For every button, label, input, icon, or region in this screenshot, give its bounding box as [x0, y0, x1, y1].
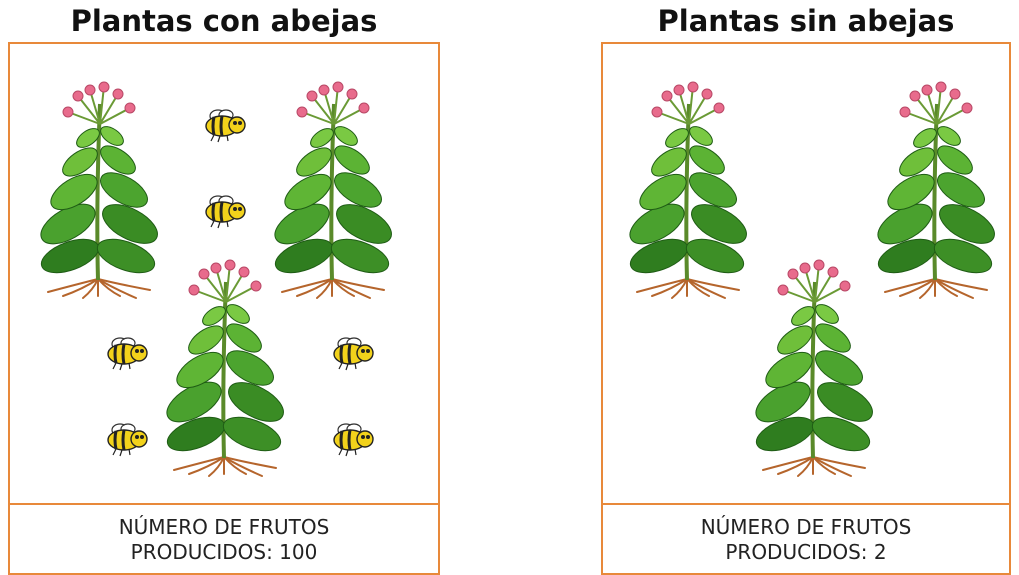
fruit-count-caption: NÚMERO DE FRUTOS PRODUCIDOS: 100: [10, 515, 438, 565]
scene-illustration: [603, 44, 1009, 505]
bee-icon: [334, 424, 373, 456]
bee-icon: [108, 424, 147, 456]
scene-illustration: [10, 44, 438, 505]
fruit-count-caption: NÚMERO DE FRUTOS PRODUCIDOS: 2: [603, 515, 1009, 565]
caption-line-1: NÚMERO DE FRUTOS: [603, 515, 1009, 540]
plant-icon: [624, 82, 753, 298]
caption-line-1: NÚMERO DE FRUTOS: [10, 515, 438, 540]
bee-icon: [206, 110, 245, 142]
plant-icon: [35, 82, 164, 298]
caption-line-2: PRODUCIDOS: 2: [603, 540, 1009, 565]
plant-icon: [750, 260, 879, 476]
panel-title: Plantas sin abejas: [601, 4, 1011, 38]
plant-icon: [872, 82, 1001, 298]
panel-without-bees: Plantas sin abejas NÚMERO DE FRUTOS PROD…: [601, 0, 1011, 575]
caption-line-2: PRODUCIDOS: 100: [10, 540, 438, 565]
panel-with-bees: Plantas con abejas NÚMERO DE FRUTOS PROD…: [8, 0, 440, 575]
plant-icon: [161, 260, 290, 476]
panel-title: Plantas con abejas: [8, 4, 440, 38]
bee-icon: [334, 338, 373, 370]
panel-box: NÚMERO DE FRUTOS PRODUCIDOS: 2: [601, 42, 1011, 575]
bee-icon: [206, 196, 245, 228]
bee-icon: [108, 338, 147, 370]
panel-box: NÚMERO DE FRUTOS PRODUCIDOS: 100: [8, 42, 440, 575]
plant-icon: [269, 82, 398, 298]
